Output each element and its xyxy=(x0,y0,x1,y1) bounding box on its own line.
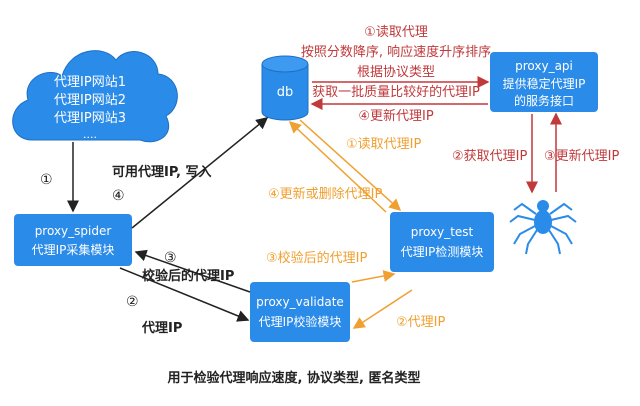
proxy-validate-box: proxy_validate 代理IP校验模块 xyxy=(250,282,350,342)
arrow-spider-to-db xyxy=(131,117,269,229)
db-label: db xyxy=(277,85,294,100)
label-test-update: ④更新或删除代理IP xyxy=(268,186,382,202)
validate-title: proxy_validate xyxy=(256,295,344,309)
label-api-read-2: 按照分数降序, 响应速度升序排序 xyxy=(301,44,491,60)
label-cloud-to-spider: ① xyxy=(40,172,53,188)
spider-icon xyxy=(509,200,577,255)
label-validate-to-spider-number: ③ xyxy=(164,250,177,266)
label-spider-to-db: 可用代理IP, 写入 xyxy=(112,164,211,180)
validate-subtitle: 代理IP校验模块 xyxy=(259,314,342,329)
api-title: proxy_api xyxy=(515,59,573,73)
proxy-test-box: proxy_test 代理IP检测模块 xyxy=(390,212,494,272)
test-title: proxy_test xyxy=(411,225,474,239)
label-spider-to-validate-number: ② xyxy=(126,294,139,310)
arrow-spider-to-validate xyxy=(119,267,250,322)
caption: 用于检验代理响应速度, 协议类型, 匿名类型 xyxy=(167,370,421,386)
label-api-read-4: 获取一批质量比较好的代理IP xyxy=(312,84,480,100)
cloud-line-4: .... xyxy=(83,128,97,141)
label-validate-to-test: ③校验后的代理IP xyxy=(266,250,367,266)
api-subtitle-1: 提供稳定代理IP xyxy=(503,76,586,91)
arrow-test-to-validate xyxy=(352,289,413,329)
label-api-read-3: 根据协议类型 xyxy=(357,65,435,80)
label-api-set: ③更新代理IP xyxy=(544,148,619,164)
spider-title: proxy_spider xyxy=(35,224,112,238)
arrow-validate-to-test xyxy=(351,270,396,283)
label-api-read-1: ①读取代理 xyxy=(364,25,428,40)
cloud-line-3: 代理IP网站3 xyxy=(54,111,126,126)
arrow-db-to-test xyxy=(299,119,402,212)
label-validate-to-spider: 校验后的代理IP xyxy=(142,268,234,284)
proxy-source-cloud: 代理IP网站1 代理IP网站2 代理IP网站3 .... xyxy=(12,50,178,143)
label-test-to-validate: ②代理IP xyxy=(396,315,445,330)
spider-subtitle: 代理IP采集模块 xyxy=(32,242,115,257)
arrow-validate-to-spider xyxy=(134,249,251,293)
proxy-spider-box: proxy_spider 代理IP采集模块 xyxy=(14,214,132,266)
label-test-read: ①读取代理IP xyxy=(346,137,421,152)
label-api-get: ②获取代理IP xyxy=(452,149,527,164)
label-spider-to-validate: 代理IP xyxy=(141,320,182,336)
label-api-update: ④更新代理IP xyxy=(358,108,433,124)
proxy-api-box: proxy_api 提供稳定代理IP 的服务接口 xyxy=(490,52,598,112)
db-cylinder: db xyxy=(261,55,309,121)
arrow-test-to-db xyxy=(288,120,387,213)
cloud-line-1: 代理IP网站1 xyxy=(54,75,126,90)
label-spider-to-db-number: ④ xyxy=(112,188,125,204)
api-subtitle-2: 的服务接口 xyxy=(514,93,574,108)
test-subtitle: 代理IP检测模块 xyxy=(401,244,484,259)
cloud-line-2: 代理IP网站2 xyxy=(54,93,126,108)
